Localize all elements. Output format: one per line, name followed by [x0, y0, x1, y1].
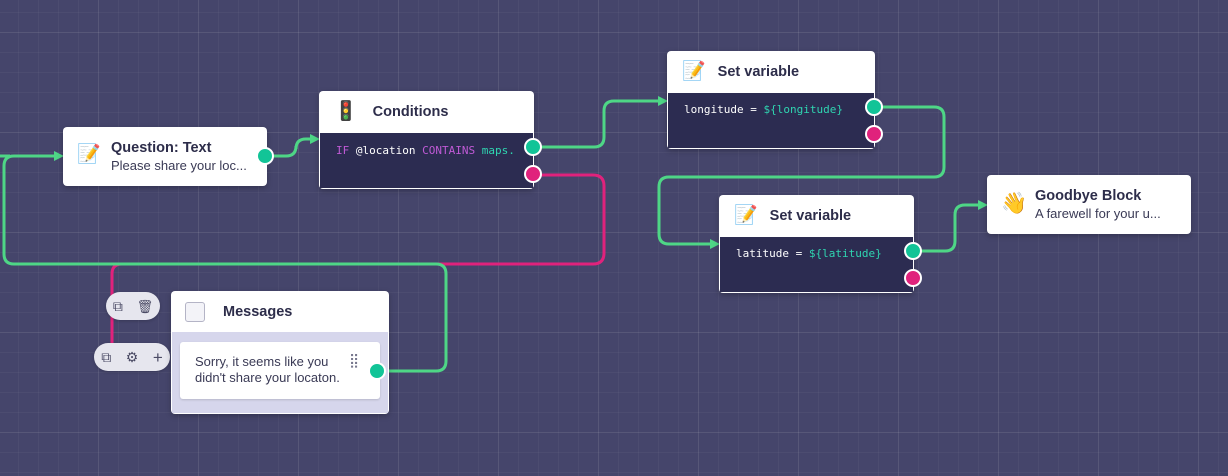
condition-value: maps.: [481, 144, 515, 157]
longitude-failure-port[interactable]: [865, 125, 883, 143]
question-text-node[interactable]: 📝 Question: Text Please share your loc..…: [63, 127, 274, 186]
message-bubble[interactable]: Sorry, it seems like you didn't share yo…: [180, 342, 380, 399]
conditions-node-title: Conditions: [372, 103, 449, 120]
messages-node[interactable]: Messages Sorry, it seems like you didn't…: [171, 291, 389, 414]
equals-sign: =: [795, 247, 803, 260]
wire-messages-to-question[interactable]: [2, 154, 448, 373]
condition-operator: CONTAINS: [422, 144, 476, 157]
conditions-node[interactable]: 🚦 Conditions IF @location CONTAINS maps.: [319, 91, 542, 189]
message-output-port[interactable]: [368, 362, 386, 380]
question-output-port[interactable]: [256, 147, 274, 165]
conditions-success-port[interactable]: [524, 138, 542, 156]
goodbye-block-node[interactable]: 👋 Goodbye Block A farewell for your u...: [987, 175, 1191, 234]
memo-icon: 📝: [734, 205, 758, 226]
question-node-title: Question: Text: [111, 140, 212, 156]
node-toolbar: ⧉ 🗑: [106, 292, 160, 320]
latitude-success-port[interactable]: [904, 242, 922, 260]
variable-assignment[interactable]: longitude = ${longitude}: [668, 93, 874, 148]
messages-node-title: Messages: [223, 303, 293, 320]
variable-value: ${latitude}: [808, 247, 882, 260]
wire-latitude-to-goodbye[interactable]: [913, 203, 980, 253]
variable-value: ${longitude}: [763, 103, 843, 116]
set-variable-title: Set variable: [717, 63, 800, 80]
goodbye-node-title: Goodbye Block: [1035, 188, 1142, 204]
memo-icon: 📝: [77, 144, 101, 165]
memo-icon: 📝: [682, 61, 706, 82]
condition-variable: @location: [355, 144, 416, 157]
checkbox-icon[interactable]: [185, 301, 205, 322]
message-text-line-2: didn't share your locaton.: [195, 370, 340, 385]
variable-assignment[interactable]: latitude = ${latitude}: [720, 237, 913, 292]
traffic-light-icon: 🚦: [334, 101, 358, 122]
wire-question-to-conditions[interactable]: [265, 137, 312, 158]
conditions-failure-port[interactable]: [524, 165, 542, 183]
condition-rule[interactable]: IF @location CONTAINS maps.: [320, 133, 533, 188]
message-text-line-1: Sorry, it seems like you: [195, 354, 329, 369]
longitude-success-port[interactable]: [865, 98, 883, 116]
variable-name: latitude: [736, 247, 789, 260]
waving-hand-icon: 👋: [1001, 192, 1028, 215]
drag-handle-icon[interactable]: ⣿: [349, 353, 360, 369]
set-variable-title: Set variable: [769, 207, 852, 224]
equals-sign: =: [750, 103, 757, 116]
latitude-failure-port[interactable]: [904, 269, 922, 287]
trash-icon[interactable]: 🗑: [136, 298, 154, 314]
messages-list: Sorry, it seems like you didn't share yo…: [172, 332, 388, 413]
wire-longitude-to-latitude[interactable]: [657, 105, 946, 246]
set-variable-longitude-node[interactable]: 📝 Set variable longitude = ${longitude}: [667, 51, 883, 149]
duplicate-icon[interactable]: ⧉: [101, 349, 112, 365]
variable-name: longitude: [684, 103, 744, 116]
message-toolbar: ⧉ ⚙ +: [94, 343, 170, 371]
wire-conditions-failure[interactable]: [110, 173, 606, 356]
question-node-subtitle: Please share your loc...: [111, 158, 247, 173]
set-variable-latitude-node[interactable]: 📝 Set variable latitude = ${latitude}: [719, 195, 922, 293]
wire-conditions-to-longitude[interactable]: [533, 99, 660, 149]
goodbye-node-subtitle: A farewell for your u...: [1035, 206, 1161, 221]
condition-if-keyword: IF: [336, 144, 350, 157]
duplicate-icon[interactable]: ⧉: [112, 298, 123, 314]
gear-icon[interactable]: ⚙: [125, 349, 139, 365]
plus-icon[interactable]: +: [152, 347, 163, 367]
